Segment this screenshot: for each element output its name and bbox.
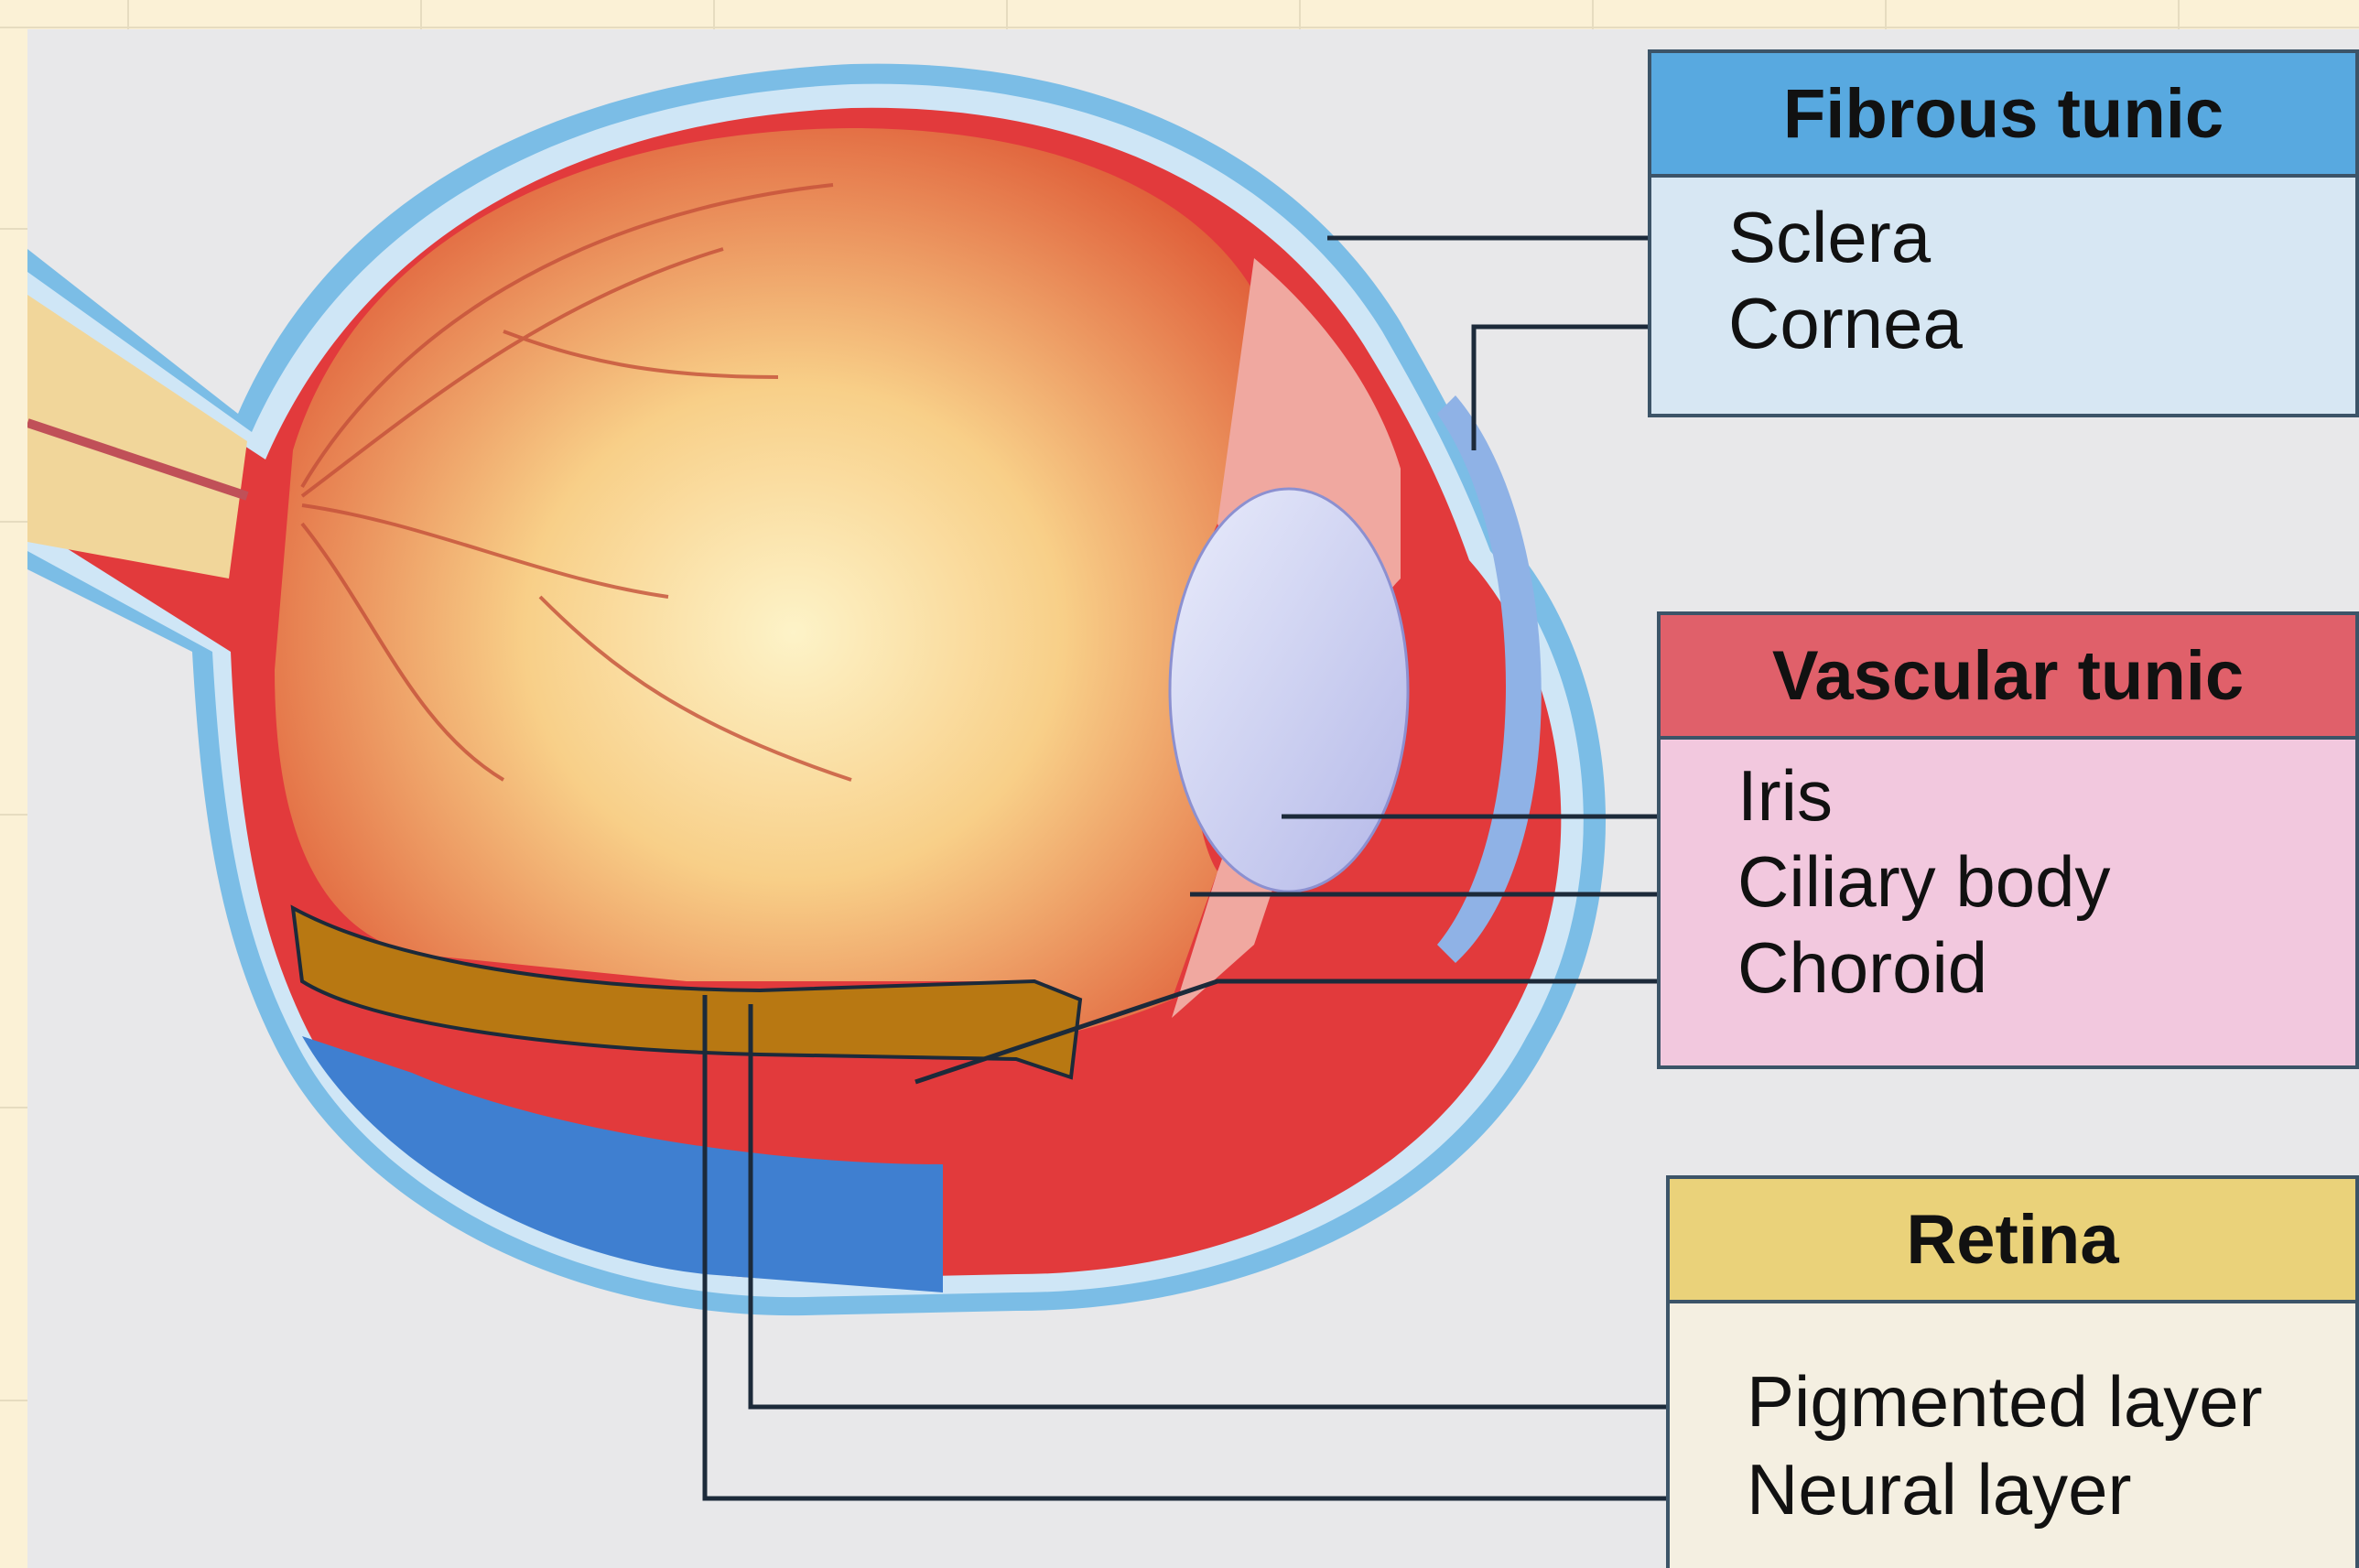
label-ciliary-body: Ciliary body — [1737, 840, 2110, 924]
label-cornea: Cornea — [1728, 282, 1963, 365]
fibrous-tunic-body: Sclera Cornea — [1651, 178, 2355, 414]
vascular-tunic-title: Vascular tunic — [1661, 615, 2355, 740]
fibrous-tunic-title: Fibrous tunic — [1651, 53, 2355, 178]
retina-body: Pigmented layer Neural layer — [1670, 1303, 2355, 1568]
retina-box: Retina Pigmented layer Neural layer — [1666, 1175, 2359, 1568]
vascular-tunic-box: Vascular tunic Iris Ciliary body Choroid — [1657, 611, 2359, 1069]
vitreous-body — [275, 128, 1272, 1045]
vascular-tunic-body: Iris Ciliary body Choroid — [1661, 740, 2355, 1065]
lens — [1170, 489, 1408, 892]
diagram-panel: Fibrous tunic Sclera Cornea Vascular tun… — [27, 29, 2359, 1568]
label-choroid: Choroid — [1737, 926, 1987, 1010]
label-iris: Iris — [1737, 754, 1833, 838]
retina-title: Retina — [1670, 1179, 2355, 1303]
fibrous-tunic-box: Fibrous tunic Sclera Cornea — [1648, 49, 2359, 417]
label-neural-layer: Neural layer — [1747, 1448, 2132, 1531]
label-sclera: Sclera — [1728, 196, 1931, 279]
label-pigmented-layer: Pigmented layer — [1747, 1360, 2263, 1444]
